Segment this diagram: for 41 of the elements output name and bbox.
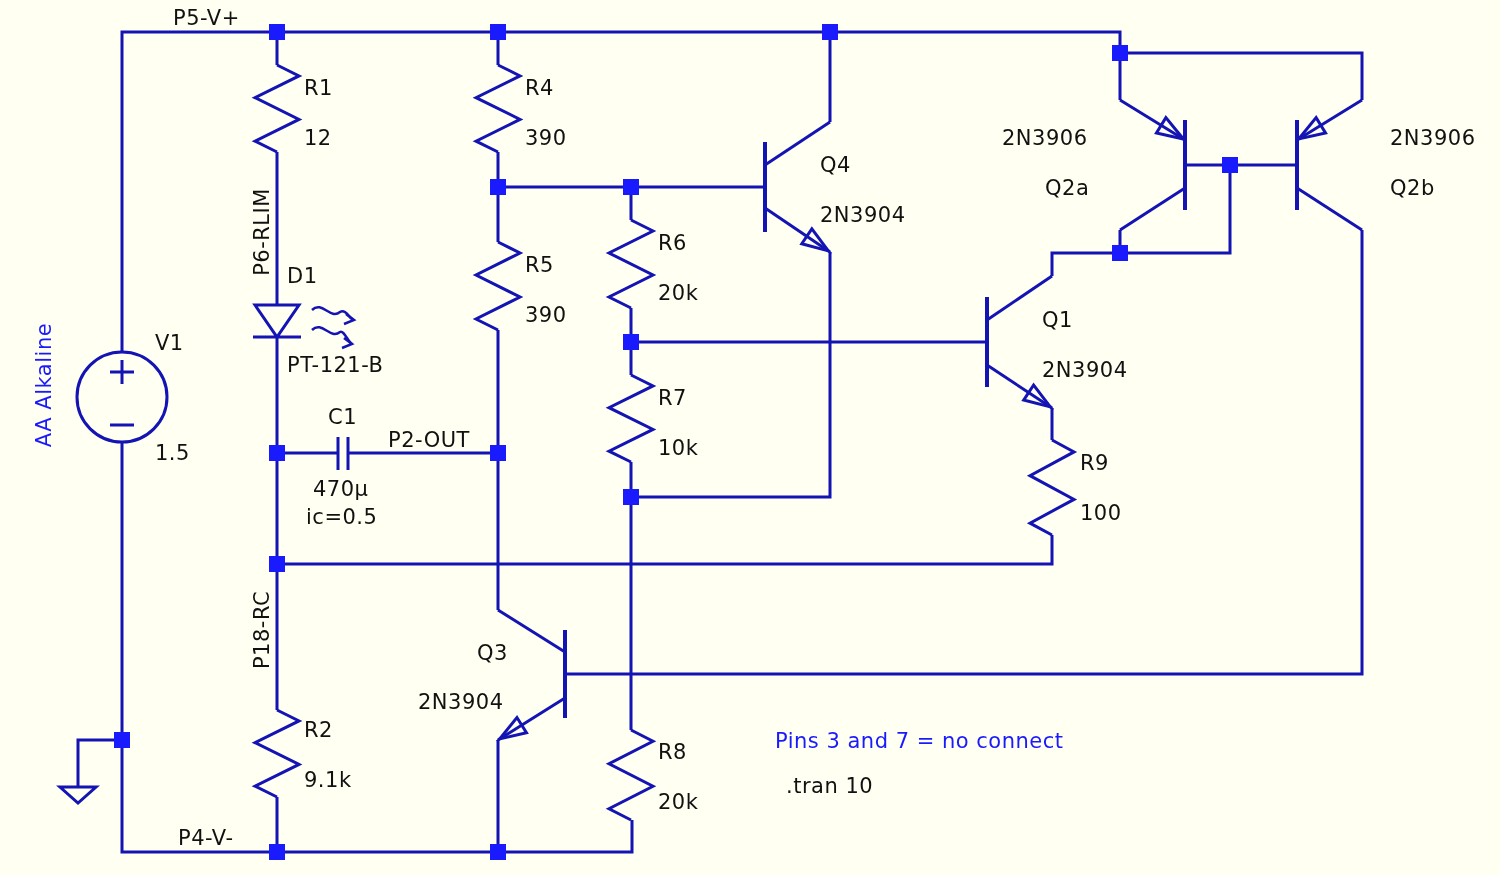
component-label: R6 (658, 232, 687, 254)
component-value: 390 (525, 127, 567, 149)
component-label: Q4 (820, 154, 851, 176)
part-number: 2N3904 (1042, 359, 1128, 381)
part-number: 2N3904 (820, 204, 906, 226)
source-label: AA Alkaline (33, 322, 55, 448)
component-label: R5 (525, 254, 554, 276)
component-label: R4 (525, 77, 554, 99)
component-label: Q3 (477, 642, 508, 664)
component-label: R7 (658, 387, 687, 409)
component-value: 100 (1080, 502, 1122, 524)
initial-condition-text: ic=0.5 (306, 506, 378, 528)
component-value: 10k (658, 437, 699, 459)
component-value: 20k (658, 282, 699, 304)
component-label: Q1 (1042, 309, 1073, 331)
net-label: P5-V+ (173, 7, 240, 29)
component-label: C1 (328, 406, 358, 428)
part-number: PT-121-B (287, 354, 384, 376)
component-value: 12 (304, 127, 332, 149)
net-label: P2-OUT (388, 429, 470, 451)
component-label: R1 (304, 77, 333, 99)
component-value: 470µ (313, 478, 369, 500)
net-label: P6-RLIM (251, 188, 273, 276)
component-value: 1.5 (155, 442, 190, 464)
component-label: V1 (155, 332, 184, 354)
component-label: R2 (304, 719, 333, 741)
component-label: D1 (287, 265, 318, 287)
component-label: R9 (1080, 452, 1109, 474)
part-number: 2N3904 (418, 691, 504, 713)
component-label: Q2a (1045, 177, 1090, 199)
net-label: P4-V- (178, 827, 234, 849)
spice-directive: .tran 10 (786, 775, 874, 797)
component-label: R8 (658, 741, 687, 763)
component-label: Q2b (1390, 177, 1435, 199)
component-value: 390 (525, 304, 567, 326)
component-value: 9.1k (304, 769, 352, 791)
part-number: 2N3906 (1002, 127, 1088, 149)
part-number: 2N3906 (1390, 127, 1476, 149)
net-label: P18-RC (251, 590, 273, 670)
note-text: Pins 3 and 7 = no connect (775, 730, 1064, 752)
component-value: 20k (658, 791, 699, 813)
